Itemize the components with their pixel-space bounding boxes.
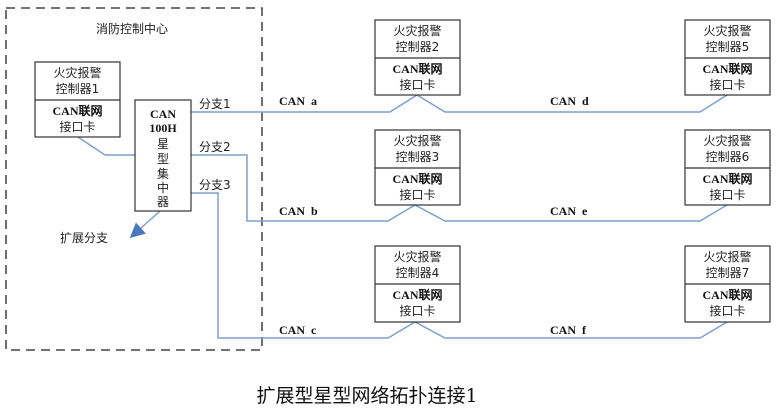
controller-line2: 控制器5 xyxy=(706,40,750,54)
hub-label: CAN xyxy=(150,107,176,121)
controller-card1: CAN联网 xyxy=(393,62,443,76)
hub-label: 型 xyxy=(157,152,169,166)
controller-card2: 接口卡 xyxy=(709,187,745,202)
controller-card1: CAN联网 xyxy=(53,104,103,118)
controller-card1: CAN联网 xyxy=(703,172,753,186)
controller-card2: 接口卡 xyxy=(399,303,435,318)
control-center-title: 消防控制中心 xyxy=(96,21,168,36)
bus-label: CAN b xyxy=(279,204,318,218)
expand-branch-label: 扩展分支 xyxy=(60,231,108,245)
bus-label: CAN d xyxy=(550,94,589,108)
controller-line2: 控制器6 xyxy=(706,150,750,164)
bus-branch2 xyxy=(191,154,728,222)
controller-line2: 控制器7 xyxy=(706,266,750,280)
controller-line2: 控制器3 xyxy=(396,150,440,164)
controller-card1: CAN联网 xyxy=(393,172,443,186)
bus-label: CAN c xyxy=(279,323,317,337)
can-hub: CAN 100H 星 型 集 中 器 xyxy=(134,99,192,212)
controller-line1: 火灾报警 xyxy=(53,65,101,80)
controller-line2: 控制器2 xyxy=(396,40,440,54)
controller-card2: 接口卡 xyxy=(399,187,435,202)
bus-label: CAN f xyxy=(550,323,587,337)
diagram-caption: 扩展型星型网络拓扑连接1 xyxy=(256,385,477,407)
controller-line1: 火灾报警 xyxy=(703,133,751,148)
bus-branch1 xyxy=(191,94,728,113)
controller-line2: 控制器4 xyxy=(396,266,440,280)
control-center-boundary xyxy=(5,7,263,351)
controller-line1: 火灾报警 xyxy=(393,249,441,264)
controller-line1: 火灾报警 xyxy=(703,249,751,264)
controllers: 火灾报警控制器1CAN联网接口卡火灾报警控制器2CAN联网接口卡火灾报警控制器3… xyxy=(34,19,771,323)
controller-card2: 接口卡 xyxy=(399,77,435,92)
controller-card1: CAN联网 xyxy=(703,62,753,76)
expand-arrow xyxy=(129,210,161,238)
controller-line1: 火灾报警 xyxy=(393,23,441,38)
controller-card2: 接口卡 xyxy=(59,119,95,134)
link-controller1-hub xyxy=(77,136,135,156)
hub-label: 中 xyxy=(157,180,169,195)
hub-label: 集 xyxy=(157,166,169,181)
controller-card1: CAN联网 xyxy=(393,288,443,302)
connection-lines xyxy=(77,94,728,339)
branch-label: 分支3 xyxy=(199,178,231,192)
controller-line1: 火灾报警 xyxy=(703,23,751,38)
bus-branch3 xyxy=(191,192,728,339)
hub-label: 器 xyxy=(157,195,169,209)
controller-card2: 接口卡 xyxy=(709,77,745,92)
bus-label: CAN e xyxy=(550,204,588,218)
branch-label: 分支1 xyxy=(199,97,231,111)
hub-label: 星 xyxy=(157,137,169,151)
bus-label: CAN a xyxy=(279,94,317,108)
controller-card2: 接口卡 xyxy=(709,303,745,318)
controller-line2: 控制器1 xyxy=(56,82,100,96)
hub-label: 100H xyxy=(149,121,177,135)
controller-line1: 火灾报警 xyxy=(393,133,441,148)
controller-card1: CAN联网 xyxy=(703,288,753,302)
branch-label: 分支2 xyxy=(199,140,231,154)
